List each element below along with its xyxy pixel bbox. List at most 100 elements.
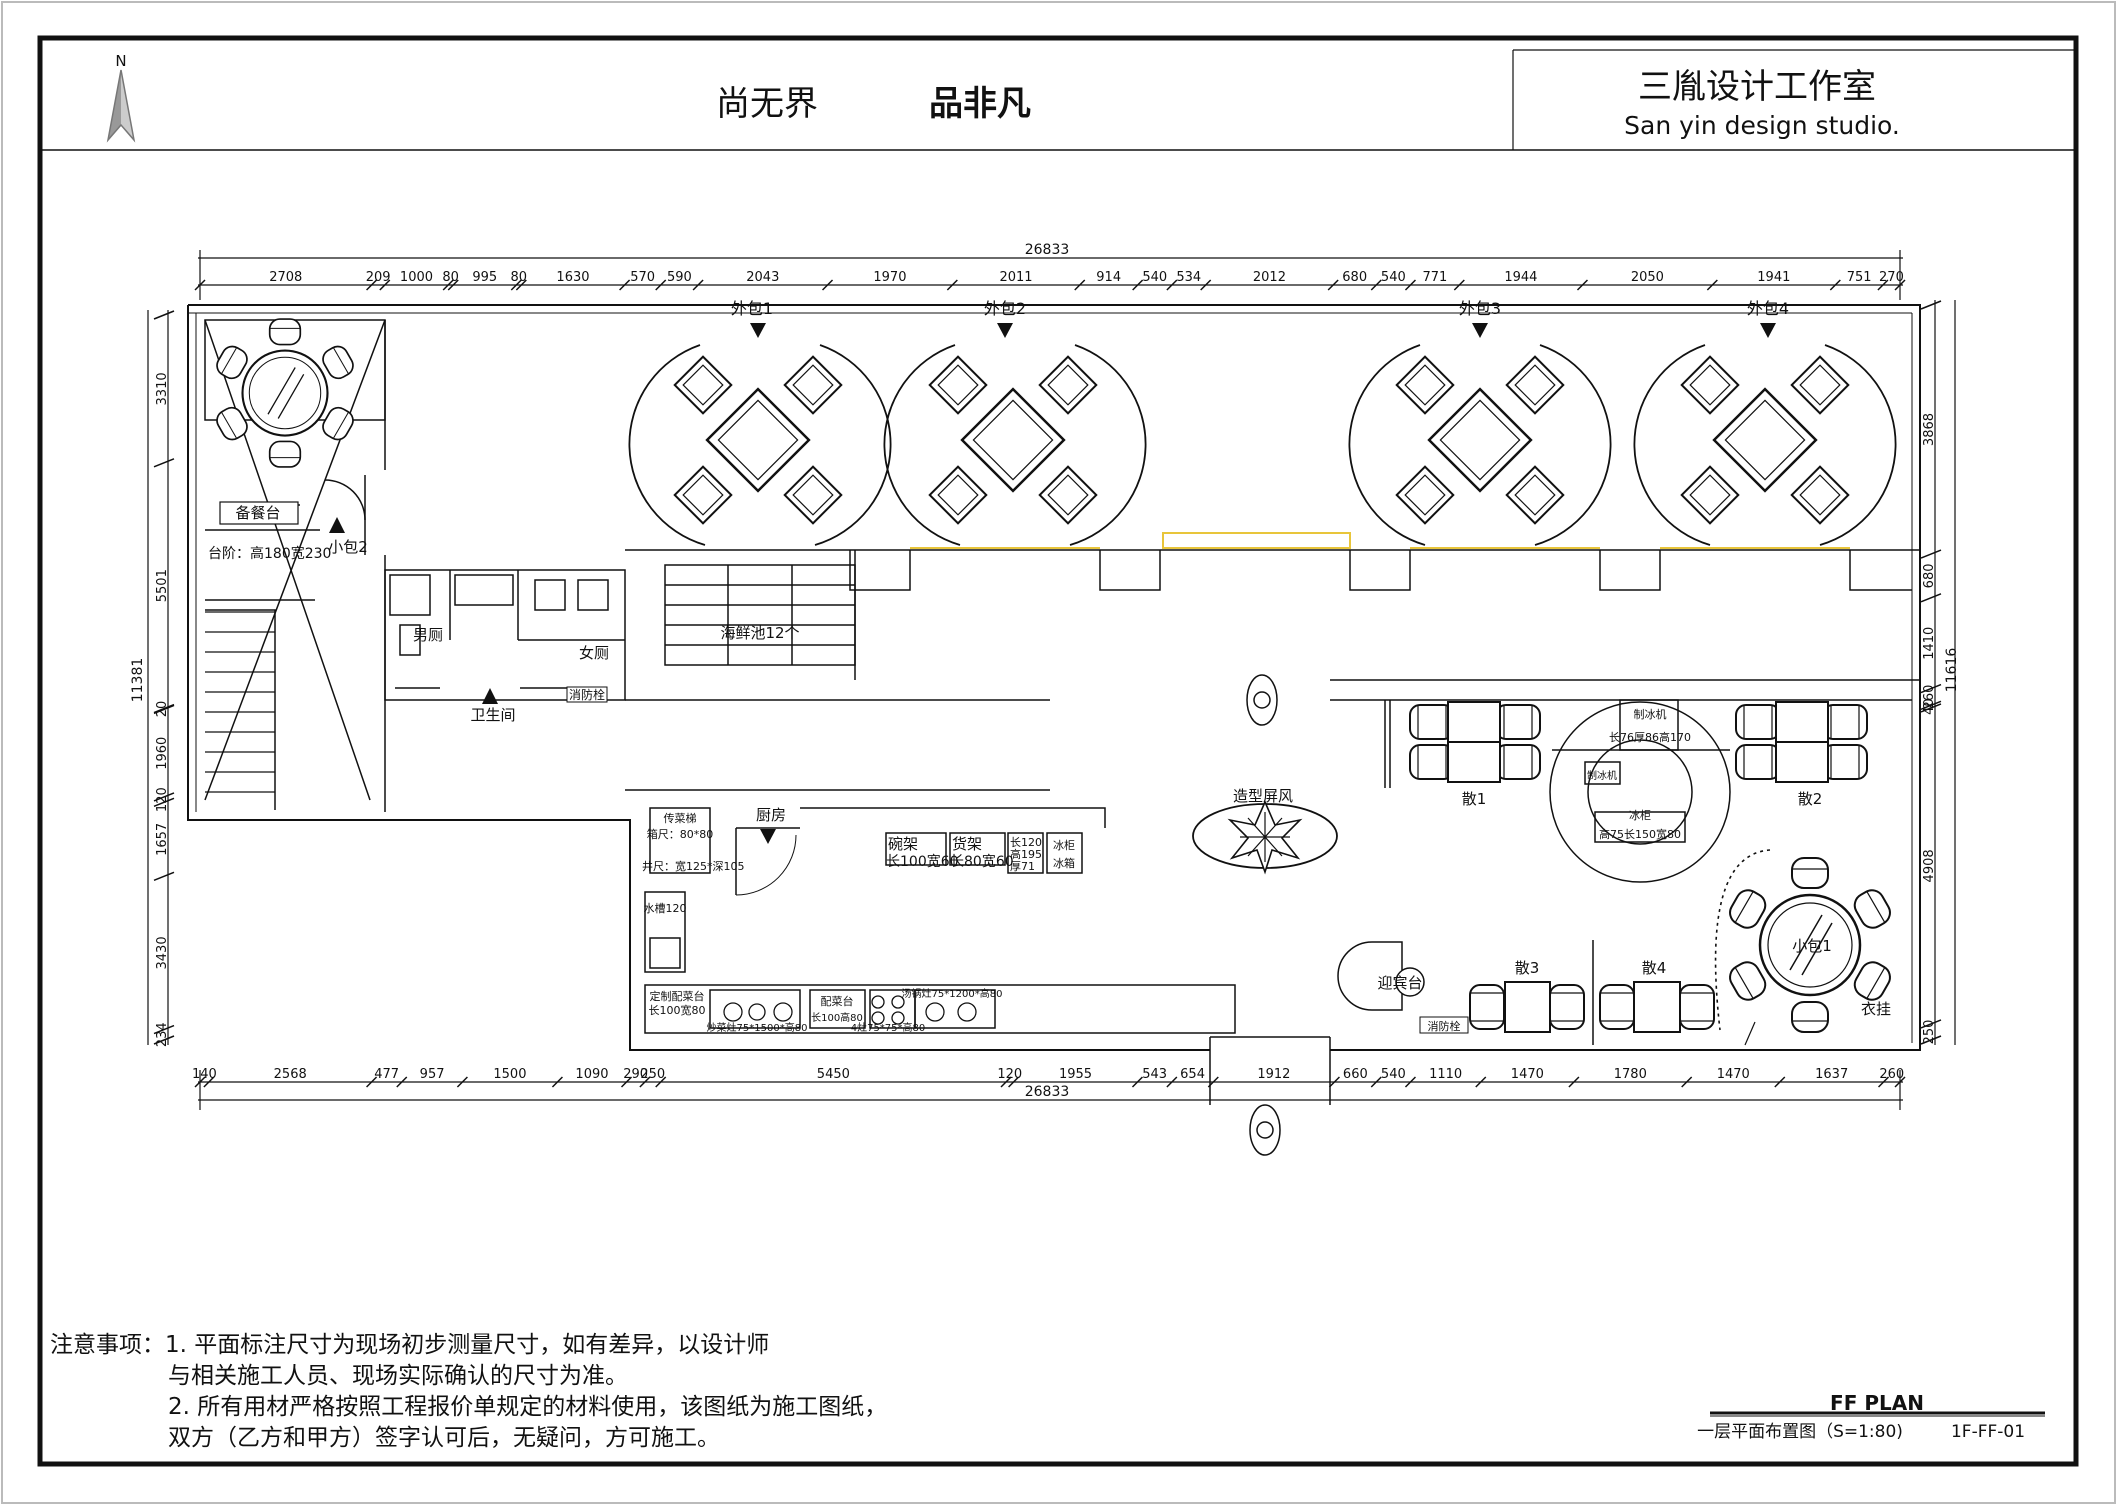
dim-right-tick bbox=[1920, 593, 1942, 603]
notes-title: 注意事项： bbox=[50, 1332, 165, 1358]
freezer-2-label: 冰箱 bbox=[1053, 856, 1075, 870]
dim-top-label: 2043 bbox=[746, 270, 779, 285]
dim-top-label: 2050 bbox=[1631, 270, 1664, 285]
notes-row-1: 注意事项：1. 平面标注尺寸为现场初步测量尺寸，如有差异，以设计师 bbox=[50, 1330, 887, 1361]
dim-bottom-tick bbox=[203, 1076, 215, 1088]
outer-walls bbox=[187, 304, 1921, 1051]
dim-top-tick bbox=[1327, 279, 1339, 291]
dim-top-tick bbox=[447, 279, 459, 291]
north-arrow-icon: N bbox=[106, 52, 136, 143]
freezer-1-label: 冰柜 bbox=[1053, 839, 1075, 852]
kitchen-burners bbox=[723, 995, 977, 1025]
dim-bottom-tick bbox=[1774, 1076, 1786, 1088]
dim-top-tick bbox=[619, 279, 631, 291]
dim-top-label: 1000 bbox=[400, 270, 433, 285]
small-room-2-label: 小包2 bbox=[328, 538, 368, 556]
dim-right-tick bbox=[1920, 1019, 1942, 1029]
dim-bottom-tick bbox=[1404, 1076, 1416, 1088]
plan-title-en: FF PLAN bbox=[1830, 1391, 1924, 1415]
entrance-door bbox=[1209, 1036, 1331, 1105]
dim-left-label: 1657 bbox=[155, 823, 170, 856]
dim-right-label: 4908 bbox=[1922, 849, 1937, 882]
notes-line-3: 2. 所有用材严格按照工程报价单规定的材料使用，该图纸为施工图纸， bbox=[168, 1394, 888, 1420]
dumbwaiter-label: 传菜梯 bbox=[664, 812, 697, 825]
plan-title-cn: 一层平面布置图（S=1:80) bbox=[1697, 1422, 1903, 1442]
dim-right-tick bbox=[1920, 549, 1942, 559]
dim-left-tick bbox=[153, 458, 175, 468]
dim-top-tick bbox=[1404, 279, 1416, 291]
dim-left-label: 1960 bbox=[155, 737, 170, 770]
dim-left-tick bbox=[153, 792, 175, 802]
dim-left-tick bbox=[153, 1035, 175, 1045]
soup-stove-label: 汤锅灶75*1200*高80 bbox=[902, 987, 1003, 1000]
dim-bottom-label: 654 bbox=[1180, 1067, 1205, 1082]
north-label: N bbox=[115, 52, 126, 70]
dim-bottom-tick bbox=[1166, 1076, 1178, 1088]
hall-1-label: 散1 bbox=[1462, 790, 1487, 808]
dim-bottom-label: 1780 bbox=[1614, 1067, 1647, 1082]
dim-right-label: 680 bbox=[1922, 564, 1937, 589]
dim-top-tick bbox=[515, 279, 527, 291]
dimension-bottom bbox=[198, 1070, 1903, 1110]
mens-room-label: 男厕 bbox=[413, 626, 443, 644]
dim-bottom-tick bbox=[1370, 1076, 1382, 1088]
steps-label: 台阶：高180宽230 bbox=[208, 545, 331, 562]
dim-left-label: 120 bbox=[155, 787, 170, 812]
toilet-block bbox=[384, 569, 626, 701]
fridge-size-2: 高195 bbox=[1010, 847, 1042, 861]
dim-left-tick bbox=[153, 871, 175, 882]
dim-top-tick bbox=[1132, 279, 1144, 291]
dim-bottom-label: 2568 bbox=[274, 1067, 307, 1082]
dim-top-label: 80 bbox=[442, 270, 459, 285]
dim-top-label: 771 bbox=[1422, 270, 1447, 285]
dim-bottom-tick bbox=[456, 1076, 468, 1088]
studio-name-cn: 三胤设计工作室 bbox=[1638, 67, 1876, 107]
dim-bottom-label: 1470 bbox=[1717, 1067, 1750, 1082]
serving-table-label: 备餐台 bbox=[235, 504, 280, 522]
drawing-frame bbox=[37, 35, 2079, 1467]
dim-top-tick bbox=[1200, 279, 1212, 291]
dim-left-tick bbox=[153, 1024, 175, 1035]
dim-top-tick bbox=[1894, 279, 1906, 291]
dim-top-label: 1630 bbox=[556, 270, 589, 285]
dim-top-tick bbox=[655, 279, 667, 291]
person-entrance-icon bbox=[1249, 1104, 1281, 1156]
dim-bottom-tick bbox=[1328, 1076, 1340, 1088]
dim-bottom-label: 120 bbox=[997, 1067, 1022, 1082]
dim-right-label: 260 bbox=[1922, 685, 1937, 710]
dim-bottom-label: 1470 bbox=[1511, 1067, 1544, 1082]
dim-right-tick bbox=[1920, 683, 1942, 694]
dim-bottom-tick bbox=[1894, 1076, 1906, 1088]
dim-bottom-label: 477 bbox=[374, 1067, 399, 1082]
title-block: FF PLAN 一层平面布置图（S=1:80) 1F-FF-01 bbox=[1697, 1391, 2045, 1442]
dim-left-label: 234 bbox=[155, 1022, 170, 1047]
hall-table-4 bbox=[1599, 981, 1715, 1033]
ice-cabinet-size: 高75长150宽80 bbox=[1599, 827, 1681, 841]
studio-name-en: San yin design studio. bbox=[1624, 111, 1900, 140]
dim-top-label: 995 bbox=[472, 270, 497, 285]
dim-right-label: 1410 bbox=[1922, 627, 1937, 660]
stairs bbox=[205, 611, 275, 793]
dim-bottom-tick bbox=[194, 1076, 206, 1088]
dim-top-label: 1970 bbox=[873, 270, 906, 285]
dim-top-label: 270 bbox=[1879, 270, 1904, 285]
dim-top-tick bbox=[946, 279, 958, 291]
dim-bottom-label: 1637 bbox=[1815, 1067, 1848, 1082]
coat-rack-line bbox=[1744, 1021, 1756, 1046]
ice-maker-size: 长76厚86高170 bbox=[1609, 730, 1691, 744]
dim-top-tick bbox=[1074, 279, 1086, 291]
serving-table bbox=[219, 501, 299, 525]
dim-top-tick bbox=[1877, 279, 1889, 291]
room-label-private-1: 外包1 bbox=[731, 299, 773, 318]
room-label-private-4: 外包4 bbox=[1747, 299, 1789, 318]
dim-bottom-label: 140 bbox=[192, 1067, 217, 1082]
four-burner-label: 4灶75*75*高80 bbox=[851, 1021, 926, 1034]
dim-top-label: 2708 bbox=[269, 270, 302, 285]
ice-cabinet-label: 冰柜 bbox=[1629, 809, 1651, 822]
dim-top-tick bbox=[1166, 279, 1178, 291]
reception-desk bbox=[1337, 941, 1425, 1011]
